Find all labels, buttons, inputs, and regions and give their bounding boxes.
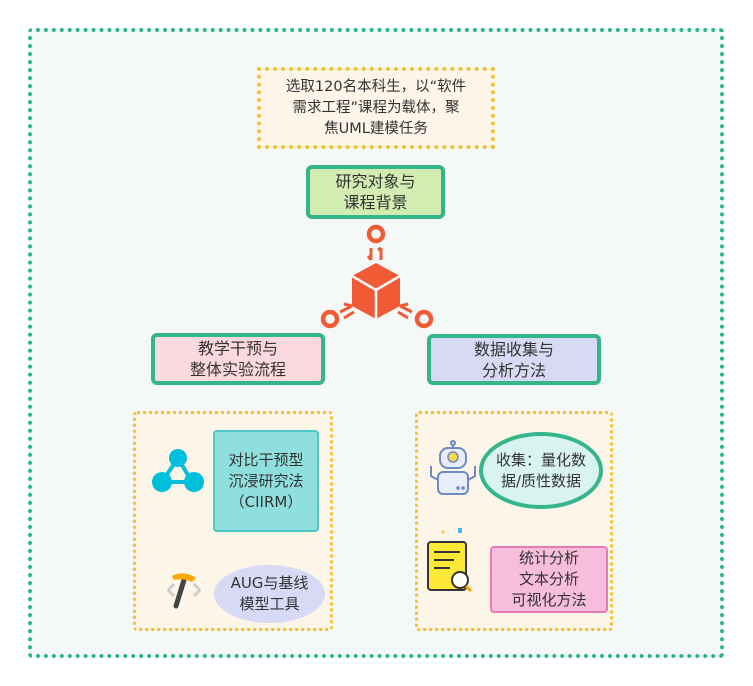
cube-hub-icon bbox=[320, 224, 434, 329]
context-note: 选取120名本科生，以“软件 需求工程”课程为载体，聚 焦UML建模任务 bbox=[257, 67, 495, 149]
aug-tools[interactable]: AUG与基线 模型工具 bbox=[214, 565, 325, 623]
right-topic[interactable]: 数据收集与 分析方法 bbox=[427, 334, 601, 385]
hammer-icon bbox=[166, 573, 202, 609]
network-nodes-icon bbox=[152, 449, 204, 492]
central-topic[interactable]: 研究对象与 课程背景 bbox=[306, 165, 445, 219]
data-collection[interactable]: 收集：量化数 据/质性数据 bbox=[479, 432, 603, 509]
document-search-icon bbox=[427, 528, 473, 593]
ciirm-method[interactable]: 对比干预型 沉浸研究法 （CIIRM） bbox=[213, 430, 319, 532]
analysis-methods[interactable]: 统计分析 文本分析 可视化方法 bbox=[490, 546, 608, 613]
left-topic[interactable]: 教学干预与 整体实验流程 bbox=[151, 333, 325, 385]
robot-icon bbox=[430, 440, 476, 495]
